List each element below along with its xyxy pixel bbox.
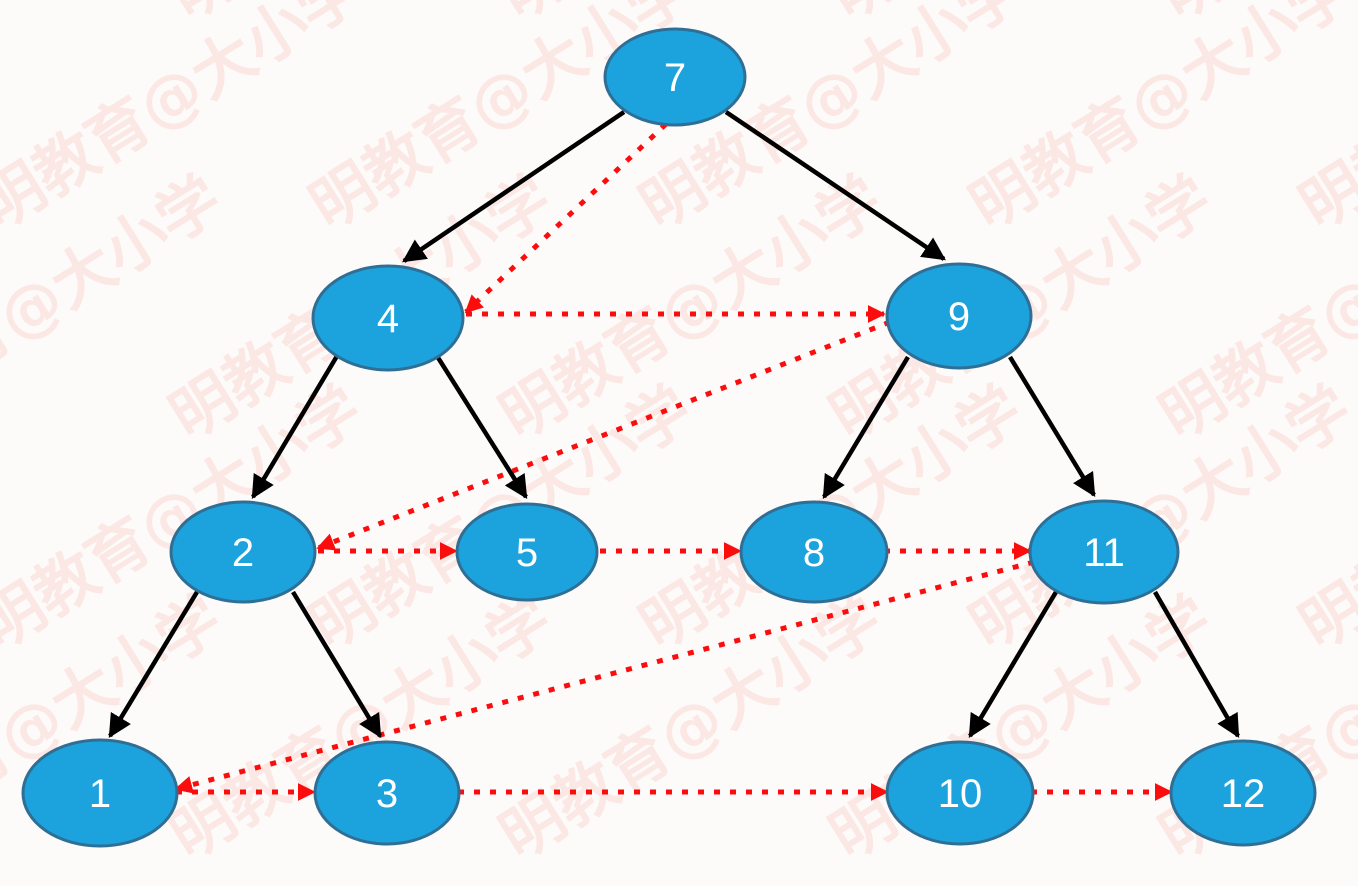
node-10[interactable]: 10 <box>885 740 1035 846</box>
tree-edge-7-to-4 <box>402 110 626 263</box>
node-12[interactable]: 12 <box>1169 739 1317 847</box>
node-label-1: 1 <box>89 772 111 816</box>
node-shape-7[interactable] <box>603 27 747 127</box>
tree-edge-group <box>108 110 1240 739</box>
tree-edge-11-to-12 <box>1153 590 1240 739</box>
node-label-5: 5 <box>516 531 538 575</box>
node-shape-12[interactable] <box>1169 739 1317 847</box>
thread-edge-group <box>174 122 1173 801</box>
node-label-4: 4 <box>377 297 399 341</box>
node-8[interactable]: 8 <box>739 500 889 604</box>
node-shape-8[interactable] <box>739 500 889 604</box>
tree-edge-9-to-8 <box>822 355 910 500</box>
node-label-10: 10 <box>938 772 983 816</box>
node-shape-5[interactable] <box>455 502 599 602</box>
tree-edge-2-to-1 <box>108 590 199 739</box>
tree-edge-4-to-2 <box>251 354 339 500</box>
node-shape-3[interactable] <box>313 740 461 846</box>
node-shape-11[interactable] <box>1028 499 1180 605</box>
node-label-2: 2 <box>232 531 254 575</box>
tree-edge-7-to-9 <box>724 110 946 261</box>
thread-edge-9-to-2 <box>316 319 891 551</box>
node-shape-1[interactable] <box>21 738 179 848</box>
tree-edge-4-to-5 <box>435 354 528 499</box>
node-shape-4[interactable] <box>311 264 465 372</box>
thread-edge-7-to-4 <box>464 122 668 314</box>
node-label-3: 3 <box>376 772 398 816</box>
node-3[interactable]: 3 <box>313 740 461 846</box>
node-5[interactable]: 5 <box>455 502 599 602</box>
node-11[interactable]: 11 <box>1028 499 1180 605</box>
node-label-11: 11 <box>1083 531 1125 575</box>
node-label-8: 8 <box>803 531 825 575</box>
node-label-9: 9 <box>948 295 970 339</box>
tree-edge-11-to-10 <box>968 590 1058 739</box>
node-shape-2[interactable] <box>169 500 317 604</box>
node-9[interactable]: 9 <box>885 262 1033 370</box>
thread-edge-11-to-1 <box>174 559 1035 794</box>
node-shape-10[interactable] <box>885 740 1035 846</box>
tree-edge-2-to-3 <box>291 590 382 739</box>
node-1[interactable]: 1 <box>21 738 179 848</box>
node-7[interactable]: 7 <box>603 27 747 127</box>
node-shape-9[interactable] <box>885 262 1033 370</box>
node-label-7: 7 <box>664 56 686 100</box>
tree-edge-9-to-11 <box>1008 355 1096 497</box>
node-4[interactable]: 4 <box>311 264 465 372</box>
node-2[interactable]: 2 <box>169 500 317 604</box>
node-label-12: 12 <box>1221 772 1266 816</box>
